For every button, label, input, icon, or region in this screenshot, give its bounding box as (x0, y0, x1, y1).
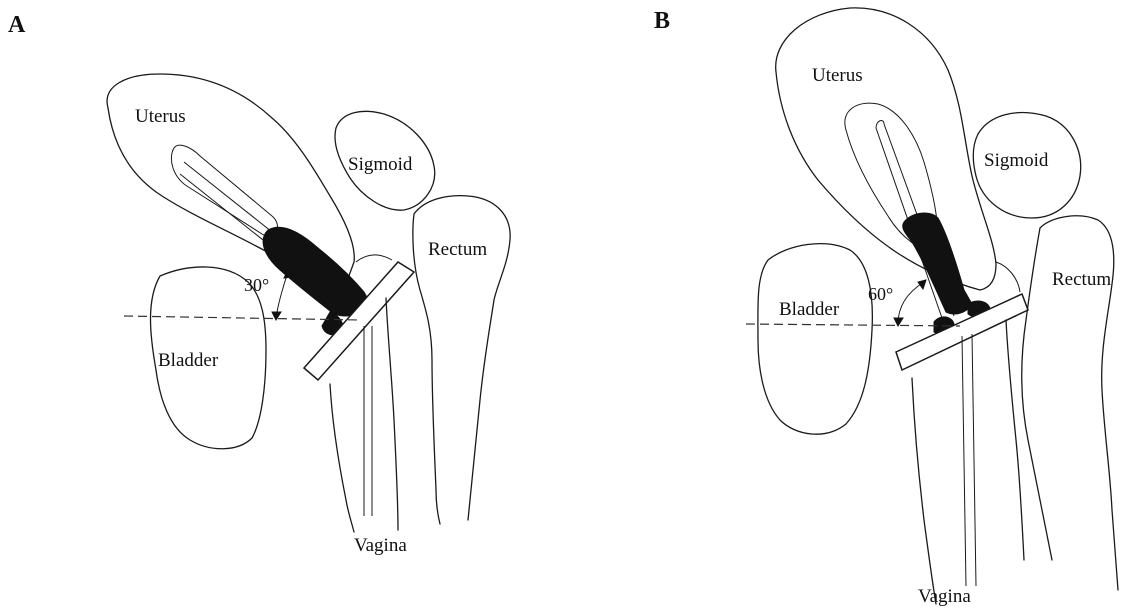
panel-b-vaginal-wall (912, 320, 1024, 604)
panel-b-angle-arrow-top (918, 280, 926, 289)
panel-b-vaginal-tube-left (962, 336, 966, 586)
panel-a-cervical-canal (171, 145, 277, 236)
panel-b-uterus-outline (776, 8, 996, 290)
panel-a-angle-label: 30° (244, 275, 269, 295)
panel-a-letter: A (8, 12, 26, 38)
panel-b-label-bladder: Bladder (779, 299, 840, 320)
panel-b-peritoneal-line (996, 262, 1020, 292)
panel-a-horizontal-reference-line (124, 316, 360, 320)
panel-a-label-bladder: Bladder (158, 350, 219, 371)
panel-a-label-vagina: Vagina (354, 535, 407, 556)
panel-b-probe-tip (876, 121, 884, 128)
panel-b-bladder-outline (758, 244, 872, 435)
panel-a-angle-arc (276, 272, 288, 318)
panel-a-label-uterus: Uterus (135, 106, 186, 127)
panel-b-label-uterus: Uterus (812, 65, 863, 86)
panel-b-label-rectum: Rectum (1052, 269, 1111, 290)
panel-b-vaginal-tube-right (972, 334, 976, 586)
panel-b-label-sigmoid: Sigmoid (984, 150, 1049, 171)
panel-b-horizontal-reference-line (746, 324, 960, 326)
panel-b-label-vagina: Vagina (918, 586, 971, 607)
panel-a: A Uterus Sigmoid Rectum (8, 12, 510, 556)
panel-a-peritoneal-line (356, 255, 392, 262)
panel-a-label-sigmoid: Sigmoid (348, 154, 413, 175)
panel-b: B Uterus Sigmoid R (654, 8, 1118, 607)
panel-b-angle-arrow-bottom (894, 318, 903, 326)
panel-b-applicator-ovoid (903, 213, 972, 314)
panel-a-label-rectum: Rectum (428, 239, 487, 260)
panel-b-letter: B (654, 8, 670, 34)
panel-b-angle-label: 60° (868, 284, 893, 304)
